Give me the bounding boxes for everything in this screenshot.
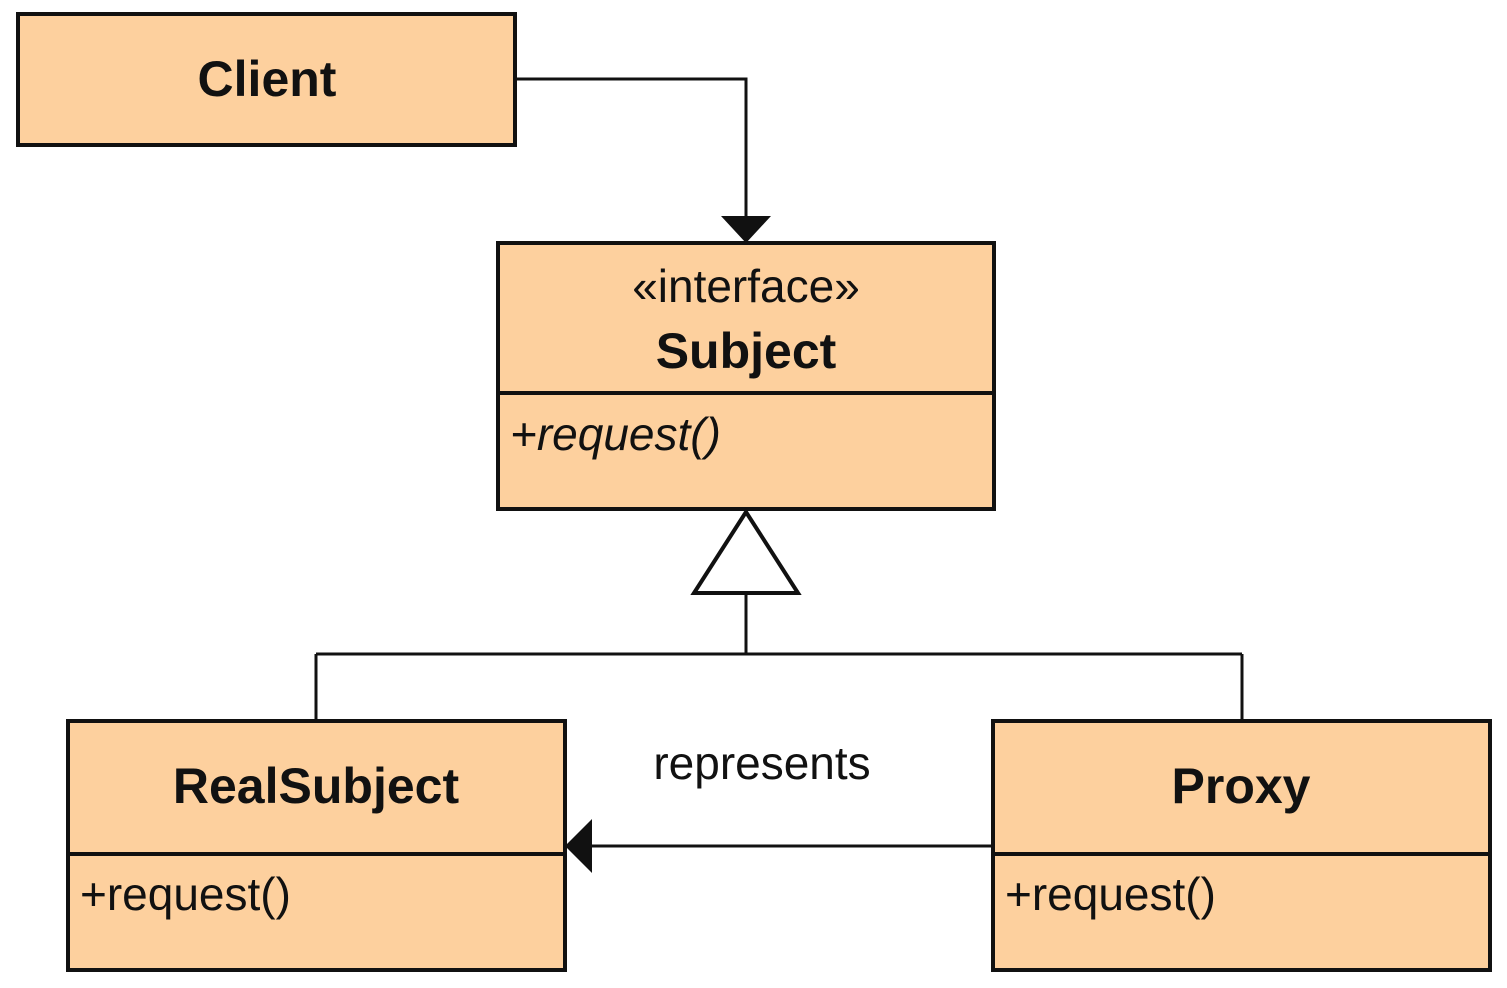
represents-arrowhead <box>565 819 592 873</box>
represents-label: represents <box>653 737 870 789</box>
client-subject-arrowhead <box>721 216 771 243</box>
subject-name: Subject <box>656 323 837 379</box>
class-client: Client <box>16 12 517 147</box>
proxy-real-subject-association: represents <box>565 737 993 873</box>
class-real-subject: RealSubject +request() <box>66 719 567 972</box>
real-subject-operation: +request() <box>80 868 291 920</box>
client-box <box>16 12 517 147</box>
client-name: Client <box>198 51 337 107</box>
generalization-triangle <box>690 508 802 595</box>
client-subject-association <box>515 77 771 243</box>
generalization-connector <box>314 508 1244 721</box>
client-subject-line <box>515 77 748 222</box>
proxy-operation: +request() <box>1005 868 1216 920</box>
proxy-name: Proxy <box>1172 758 1311 814</box>
subject-box <box>496 241 996 511</box>
class-subject: «interface» Subject +request() <box>496 241 996 511</box>
subject-operation: +request() <box>510 408 721 460</box>
real-subject-name: RealSubject <box>173 758 460 814</box>
subject-stereotype: «interface» <box>632 260 860 312</box>
class-proxy: Proxy +request() <box>991 719 1492 972</box>
